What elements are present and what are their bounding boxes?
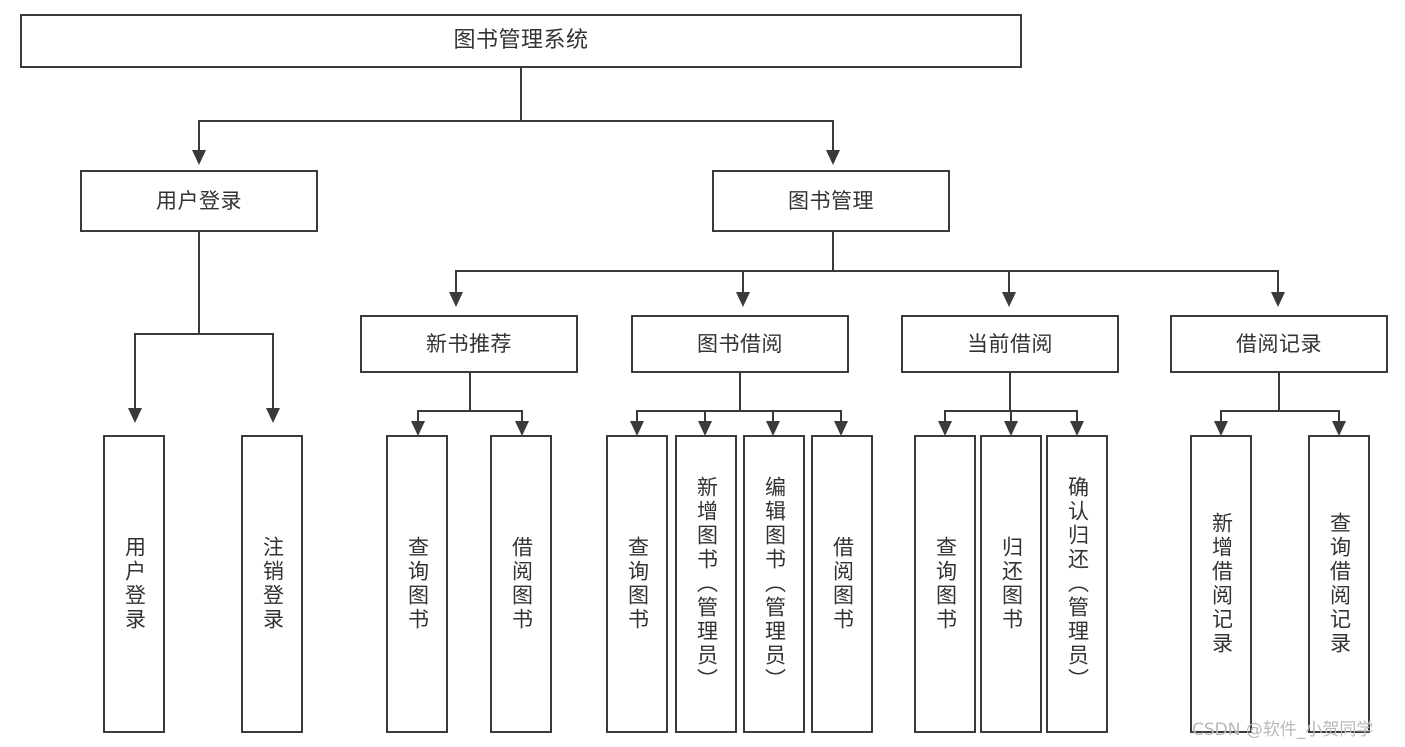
node-leaf-borrow-book-2[interactable]: 借阅图书 bbox=[811, 435, 873, 733]
connector-current-borrow-stem bbox=[1009, 373, 1011, 410]
node-leaf-query-book-2-label: 查询图书 bbox=[625, 536, 650, 632]
arrow-to-leaf-confirm-return bbox=[1070, 421, 1084, 436]
connector-book-borrow-drop-4 bbox=[840, 410, 842, 421]
connector-book-manage-drop-4 bbox=[1277, 270, 1279, 292]
node-new-book-recommend-label: 新书推荐 bbox=[426, 331, 512, 356]
node-leaf-add-record-label: 新增借阅记录 bbox=[1209, 512, 1234, 656]
node-book-manage[interactable]: 图书管理 bbox=[712, 170, 950, 232]
connector-new-book-bar bbox=[417, 410, 523, 412]
arrow-to-leaf-query-book-3 bbox=[938, 421, 952, 436]
node-leaf-borrow-book-1-label: 借阅图书 bbox=[509, 536, 534, 632]
node-root[interactable]: 图书管理系统 bbox=[20, 14, 1022, 68]
connector-book-borrow-stem bbox=[739, 373, 741, 410]
node-leaf-return-book[interactable]: 归还图书 bbox=[980, 435, 1042, 733]
connector-root-bar bbox=[198, 120, 834, 122]
arrow-root-to-user-login bbox=[192, 150, 206, 165]
connector-borrow-record-drop-1 bbox=[1220, 410, 1222, 421]
connector-user-login-drop-2 bbox=[272, 333, 274, 408]
node-leaf-user-login[interactable]: 用户登录 bbox=[103, 435, 165, 733]
connector-book-manage-stem bbox=[832, 232, 834, 270]
arrow-to-leaf-add-book bbox=[698, 421, 712, 436]
node-user-login-label: 用户登录 bbox=[156, 188, 242, 213]
arrow-to-leaf-add-record bbox=[1214, 421, 1228, 436]
connector-root-stem bbox=[520, 68, 522, 120]
connector-user-login-stem bbox=[198, 232, 200, 333]
connector-borrow-record-bar bbox=[1220, 410, 1340, 412]
connector-book-borrow-bar bbox=[636, 410, 842, 412]
arrow-root-to-book-manage bbox=[826, 150, 840, 165]
node-leaf-add-record[interactable]: 新增借阅记录 bbox=[1190, 435, 1252, 733]
connector-book-manage-drop-2 bbox=[742, 270, 744, 292]
node-leaf-user-login-label: 用户登录 bbox=[122, 536, 147, 632]
node-book-borrow[interactable]: 图书借阅 bbox=[631, 315, 849, 373]
connector-user-login-drop-1 bbox=[134, 333, 136, 408]
node-leaf-edit-book[interactable]: 编辑图书（管理员） bbox=[743, 435, 805, 733]
arrow-to-leaf-query-book-1 bbox=[411, 421, 425, 436]
node-leaf-return-book-label: 归还图书 bbox=[999, 536, 1024, 632]
node-user-login[interactable]: 用户登录 bbox=[80, 170, 318, 232]
node-leaf-add-book[interactable]: 新增图书（管理员） bbox=[675, 435, 737, 733]
node-borrow-record-label: 借阅记录 bbox=[1236, 331, 1322, 356]
node-leaf-query-book-1[interactable]: 查询图书 bbox=[386, 435, 448, 733]
connector-book-manage-drop-1 bbox=[455, 270, 457, 292]
node-leaf-user-logout-label: 注销登录 bbox=[260, 536, 285, 632]
node-root-label: 图书管理系统 bbox=[453, 28, 589, 54]
connector-current-borrow-drop-1 bbox=[944, 410, 946, 421]
connector-borrow-record-drop-2 bbox=[1338, 410, 1340, 421]
arrow-to-new-book-recommend bbox=[449, 292, 463, 307]
node-borrow-record[interactable]: 借阅记录 bbox=[1170, 315, 1388, 373]
connector-current-borrow-drop-2 bbox=[1010, 410, 1012, 421]
connector-book-manage-drop-3 bbox=[1008, 270, 1010, 292]
connector-user-login-bar bbox=[134, 333, 274, 335]
node-leaf-borrow-book-2-label: 借阅图书 bbox=[830, 536, 855, 632]
node-current-borrow[interactable]: 当前借阅 bbox=[901, 315, 1119, 373]
arrow-to-leaf-user-login bbox=[128, 408, 142, 423]
arrow-to-borrow-record bbox=[1271, 292, 1285, 307]
arrow-to-leaf-query-book-2 bbox=[630, 421, 644, 436]
connector-new-book-stem bbox=[469, 373, 471, 410]
connector-borrow-record-stem bbox=[1278, 373, 1280, 410]
connector-book-manage-bar bbox=[455, 270, 1279, 272]
node-leaf-borrow-book-1[interactable]: 借阅图书 bbox=[490, 435, 552, 733]
arrow-to-leaf-borrow-book-2 bbox=[834, 421, 848, 436]
node-leaf-query-book-2[interactable]: 查询图书 bbox=[606, 435, 668, 733]
node-leaf-query-record[interactable]: 查询借阅记录 bbox=[1308, 435, 1370, 733]
arrow-to-book-borrow bbox=[736, 292, 750, 307]
connector-root-to-user-login bbox=[198, 120, 200, 150]
node-book-borrow-label: 图书借阅 bbox=[697, 331, 783, 356]
arrow-to-leaf-query-record bbox=[1332, 421, 1346, 436]
node-leaf-query-book-3-label: 查询图书 bbox=[933, 536, 958, 632]
arrow-to-leaf-return-book bbox=[1004, 421, 1018, 436]
connector-book-borrow-drop-2 bbox=[704, 410, 706, 421]
connector-new-book-drop-2 bbox=[521, 410, 523, 421]
connector-current-borrow-drop-3 bbox=[1076, 410, 1078, 421]
connector-root-to-book-manage bbox=[832, 120, 834, 150]
arrow-to-leaf-edit-book bbox=[766, 421, 780, 436]
csdn-watermark: CSDN @软件_小贺同学 bbox=[1192, 720, 1374, 740]
node-leaf-confirm-return-label: 确认归还（管理员） bbox=[1065, 476, 1090, 692]
node-leaf-confirm-return[interactable]: 确认归还（管理员） bbox=[1046, 435, 1108, 733]
arrow-to-current-borrow bbox=[1002, 292, 1016, 307]
node-leaf-query-record-label: 查询借阅记录 bbox=[1327, 512, 1352, 656]
node-book-manage-label: 图书管理 bbox=[788, 188, 874, 213]
connector-book-borrow-drop-1 bbox=[636, 410, 638, 421]
node-leaf-query-book-1-label: 查询图书 bbox=[405, 536, 430, 632]
node-leaf-query-book-3[interactable]: 查询图书 bbox=[914, 435, 976, 733]
node-leaf-add-book-label: 新增图书（管理员） bbox=[694, 476, 719, 692]
node-leaf-edit-book-label: 编辑图书（管理员） bbox=[762, 476, 787, 692]
arrow-to-leaf-user-logout bbox=[266, 408, 280, 423]
arrow-to-leaf-borrow-book-1 bbox=[515, 421, 529, 436]
node-leaf-user-logout[interactable]: 注销登录 bbox=[241, 435, 303, 733]
connector-new-book-drop-1 bbox=[417, 410, 419, 421]
connector-book-borrow-drop-3 bbox=[772, 410, 774, 421]
node-new-book-recommend[interactable]: 新书推荐 bbox=[360, 315, 578, 373]
node-current-borrow-label: 当前借阅 bbox=[967, 331, 1053, 356]
